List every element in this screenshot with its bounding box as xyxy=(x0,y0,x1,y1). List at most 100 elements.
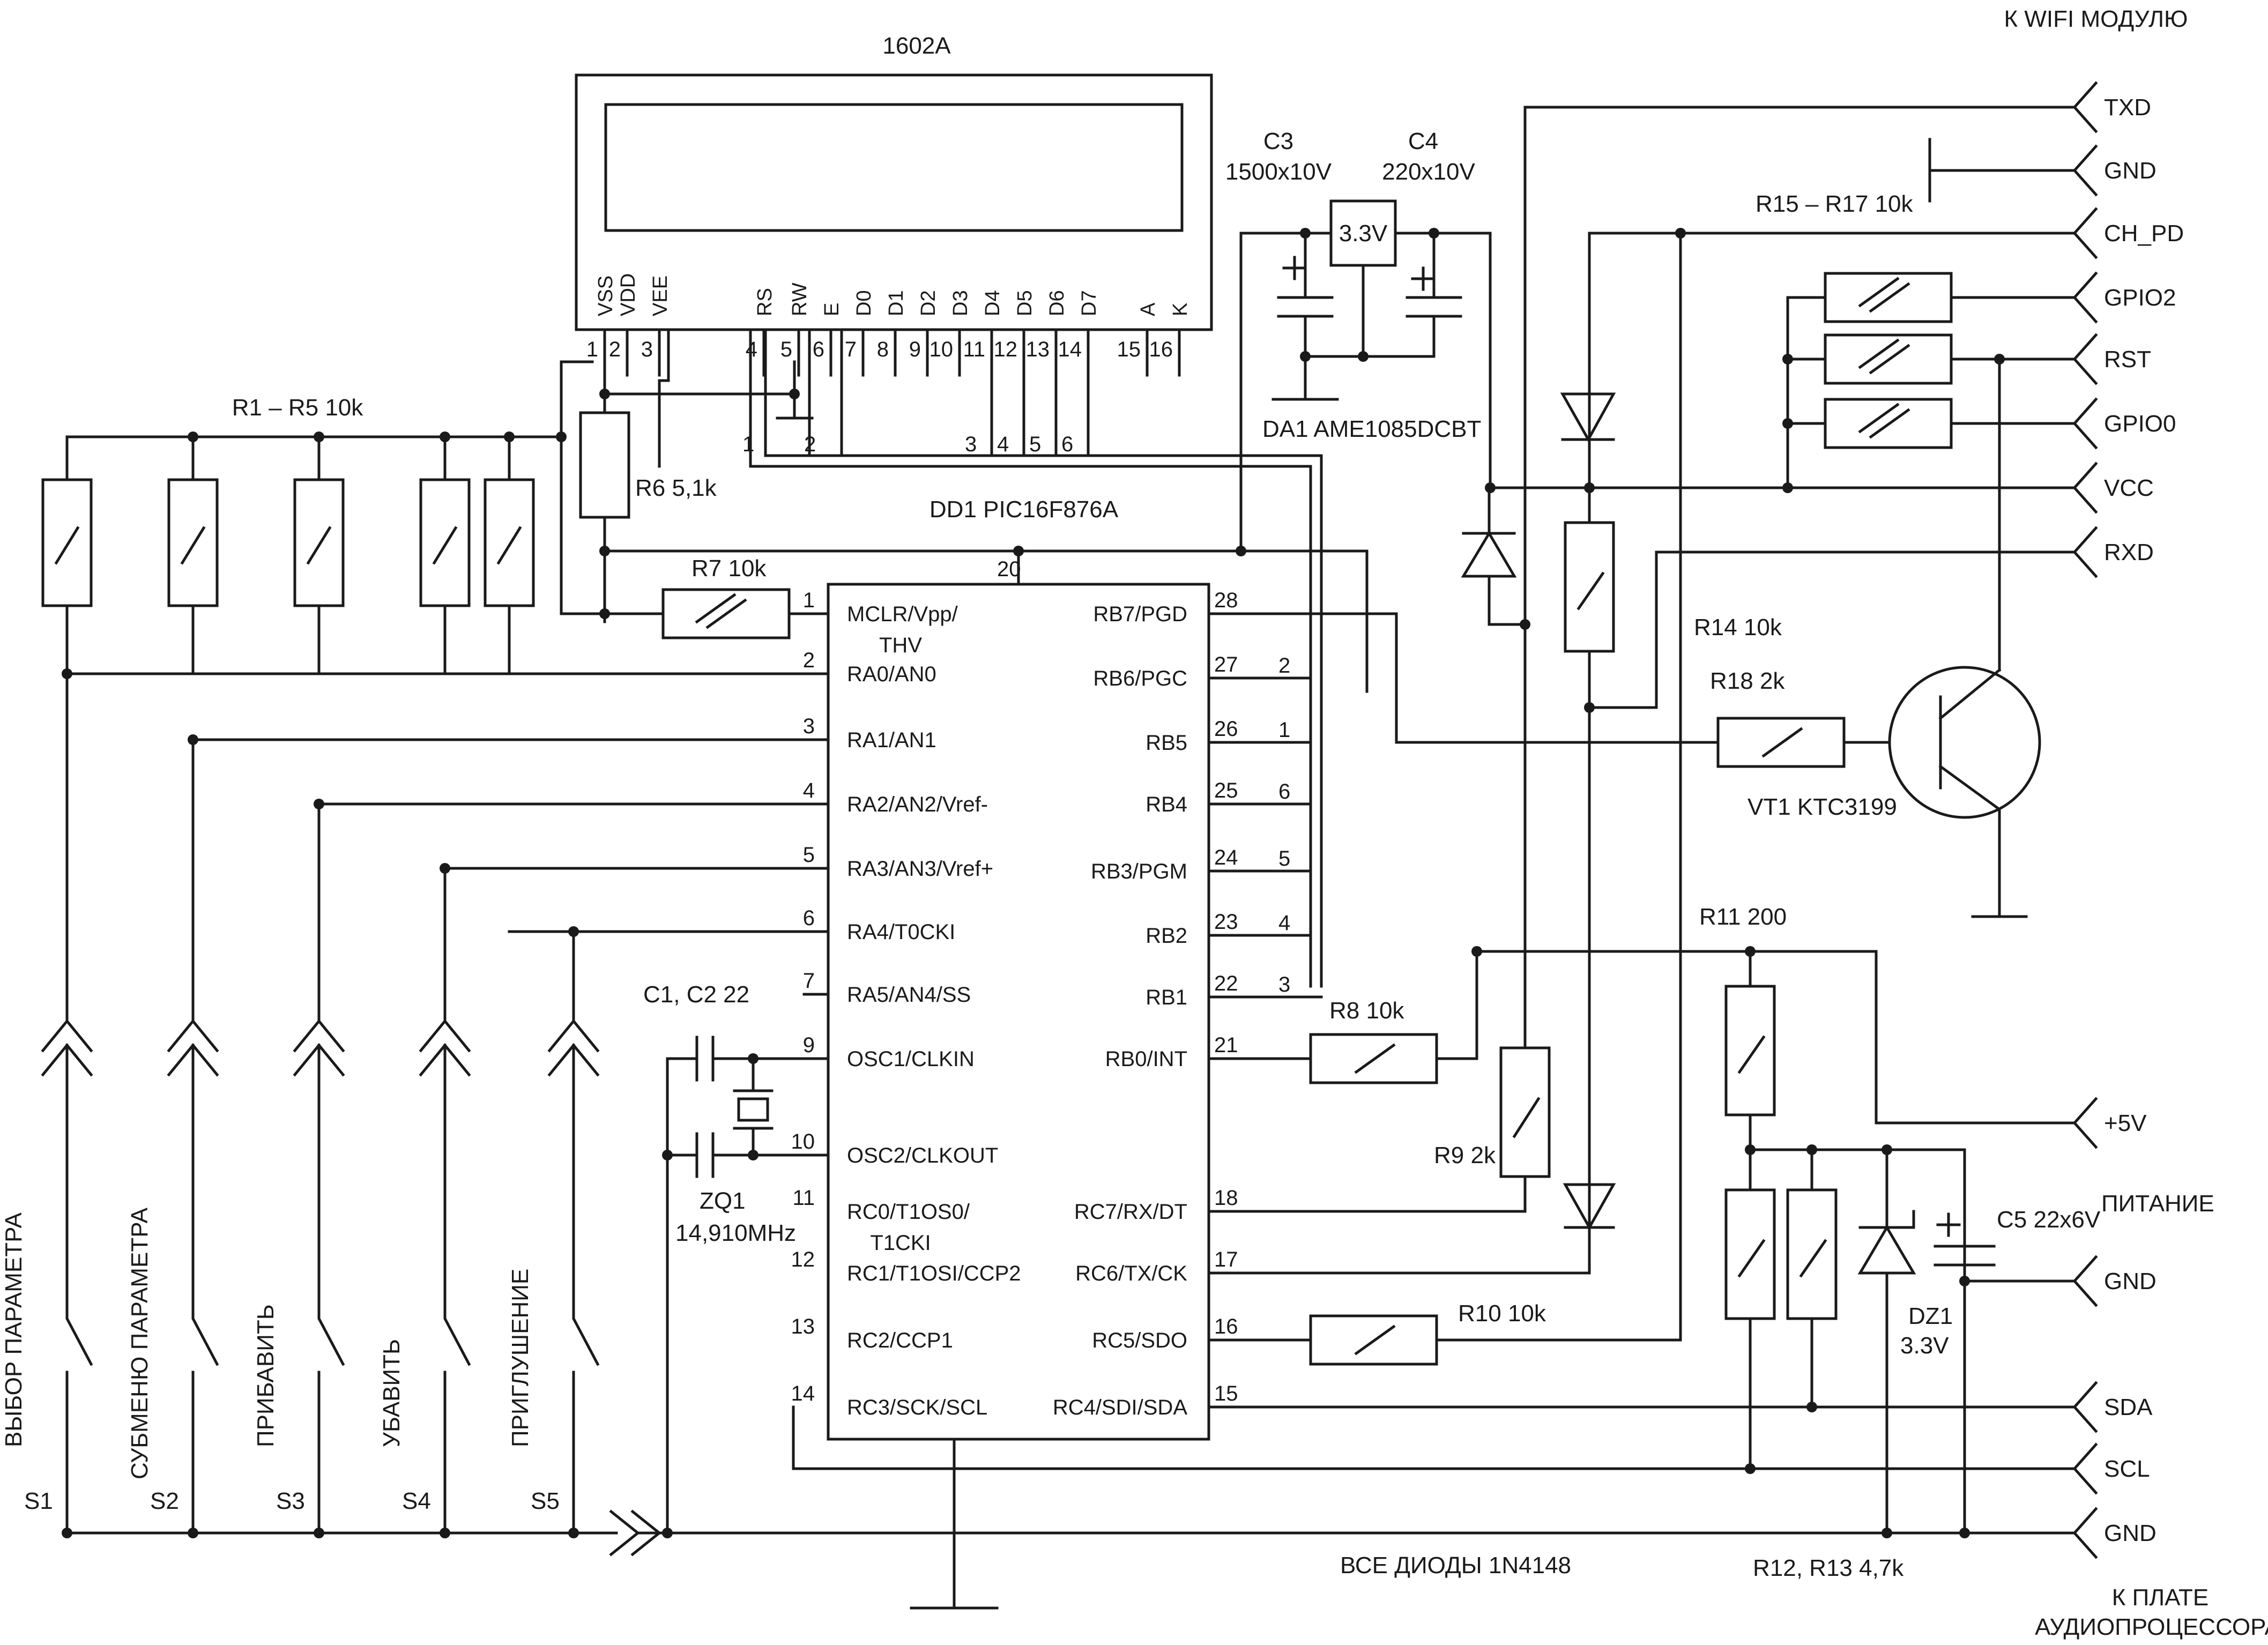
lcd-pin-number: 15 xyxy=(1117,338,1141,361)
resistor-r9 xyxy=(1499,1046,1551,1178)
lcd-pin-label: D7 xyxy=(1078,290,1100,316)
mcu-pin-label: RA3/AN3/Vref+ xyxy=(847,857,993,881)
mcu-pin-number: 7 xyxy=(803,969,815,993)
connector-pin xyxy=(2072,397,2098,450)
wire xyxy=(840,328,1090,457)
switch-id: S4 xyxy=(402,1488,431,1514)
vt1-leads xyxy=(1938,668,2028,918)
rb-bus-num: 4 xyxy=(1278,911,1290,935)
lcd-pin-number: 10 xyxy=(929,338,954,361)
wire xyxy=(1749,1148,1813,1470)
mcu-pin-number: 11 xyxy=(792,1186,815,1210)
mcu-pin-label: RA4/T0CKI xyxy=(847,920,955,944)
mcu-pin-label: RC6/TX/CK xyxy=(1075,1262,1187,1285)
zq1-label: ZQ1 xyxy=(700,1188,746,1214)
resistor-mark xyxy=(54,526,80,565)
mcu-pin-label: RB4 xyxy=(1146,793,1187,816)
mcu-pin-label: RB1 xyxy=(1146,986,1187,1009)
bus-num-3: 3 xyxy=(965,433,977,456)
scl-line xyxy=(792,1405,2076,1470)
3v3-line xyxy=(1749,1148,1966,1535)
switch-s3 xyxy=(293,802,345,1535)
r18-label: R18 2k xyxy=(1710,668,1785,694)
mcu-pin-label: RA1/AN1 xyxy=(847,728,936,752)
mcu-pin-number: 18 xyxy=(1214,1186,1238,1210)
bus-num-4: 4 xyxy=(997,433,1009,456)
r14-mark xyxy=(1577,571,1605,611)
pullup-resistor xyxy=(293,478,345,607)
connector-label: GND xyxy=(2104,1520,2157,1546)
r8-line xyxy=(1435,950,2076,1125)
r6-label: R6 5,1k xyxy=(635,475,717,501)
mcu-pin-label: RC4/SDI/SDA xyxy=(1053,1396,1187,1419)
lcd-pin-number: 6 xyxy=(813,338,824,361)
resistor-mark xyxy=(1858,277,1910,313)
wire xyxy=(603,549,1369,693)
connector-pin xyxy=(2072,207,2098,259)
mcu-pin-number: 6 xyxy=(803,906,815,930)
bus-num-1: 1 xyxy=(742,433,754,456)
switch-label: ПРИБАВИТЬ xyxy=(252,1304,279,1447)
r13-mark xyxy=(1799,1239,1827,1278)
resistor-r12 xyxy=(1724,1188,1776,1320)
mcu-pin-label: RA0/AN0 xyxy=(847,663,936,686)
switch-s2 xyxy=(167,738,219,1535)
pullup-resistor xyxy=(419,478,471,607)
connector-pin xyxy=(2072,1442,2098,1495)
mcu-pin-label: RB5 xyxy=(1146,731,1187,755)
rc7-line xyxy=(1207,1175,1527,1213)
resistor-r13 xyxy=(1786,1188,1838,1320)
connector-pin xyxy=(2072,462,2098,514)
bus-num-6: 6 xyxy=(1061,433,1073,456)
mcu-pin-number: 4 xyxy=(803,779,815,802)
lcd-pin-number: 2 xyxy=(609,338,621,361)
resistor-r7: R7 10k xyxy=(661,555,830,639)
da1-label: DA1 AME1085DCBT xyxy=(1262,416,1481,442)
lcd-pin-label: D5 xyxy=(1014,290,1036,316)
regulator-value: 3.3V xyxy=(1339,220,1388,247)
mcu-pin-label-2: THV xyxy=(879,634,922,657)
connector-label: TXD xyxy=(2104,94,2151,121)
rb-bus-num: 6 xyxy=(1278,780,1290,803)
mcu-pin-label: RB6/PGC xyxy=(1093,667,1187,690)
mcu-pin-label: RA5/AN4/SS xyxy=(847,983,971,1007)
connector-label: GPIO0 xyxy=(2104,411,2176,437)
mcu-body xyxy=(827,583,1210,1441)
c3-label: C3 xyxy=(1263,128,1293,154)
crystal-zq1 xyxy=(733,1057,774,1157)
lcd-pin-number: 1 xyxy=(586,338,598,361)
lcd-pin-number: 12 xyxy=(994,338,1018,361)
mcu-pin-label-2: T1CKI xyxy=(870,1231,931,1255)
switch-label: ПРИГЛУШЕНИЕ xyxy=(507,1269,533,1447)
lcd-pin-label: K xyxy=(1169,303,1192,316)
r1-r5-label: R1 – R5 10k xyxy=(232,394,364,421)
mcu-pin-20: 20 xyxy=(997,557,1021,581)
pullup-resistor xyxy=(167,478,219,607)
mcu-pin-number: 16 xyxy=(1214,1315,1238,1338)
connector-label: GND xyxy=(2104,158,2157,184)
resistor-mark xyxy=(306,526,332,565)
wire xyxy=(749,328,1312,988)
connector-label: RXD xyxy=(2104,539,2154,565)
connector-pin xyxy=(2072,1097,2098,1149)
connector-label: RST xyxy=(2104,346,2151,373)
resistors-r15-r17 xyxy=(1786,272,2076,449)
connector-label: SCL xyxy=(2104,1456,2150,1482)
c5-plus xyxy=(1936,1212,1961,1237)
lcd-pin-label: D4 xyxy=(981,290,1004,316)
zener-dz1 xyxy=(1857,1148,1916,1535)
mcu-pin-number: 15 xyxy=(1214,1382,1238,1405)
mcu-name: DD1 PIC16F876A xyxy=(929,496,1119,523)
rb-bus xyxy=(1207,676,1323,999)
lcd-pin-label: VEE xyxy=(649,276,672,316)
mcu-pin-number: 17 xyxy=(1214,1248,1238,1271)
lcd-pin-number: 16 xyxy=(1149,338,1173,361)
mcu-pin-number: 22 xyxy=(1214,972,1238,995)
mcu-pin-number: 25 xyxy=(1214,779,1238,802)
lcd-pin-label: RS xyxy=(754,288,776,316)
c1-c2-label: C1, C2 22 xyxy=(643,981,749,1008)
mcu-pin-number: 3 xyxy=(803,714,815,738)
mcu-pin-label: MCLR/Vpp/ xyxy=(847,602,958,626)
rb-bus-num: 3 xyxy=(1278,973,1290,996)
lcd-pin-label: D6 xyxy=(1046,290,1068,316)
